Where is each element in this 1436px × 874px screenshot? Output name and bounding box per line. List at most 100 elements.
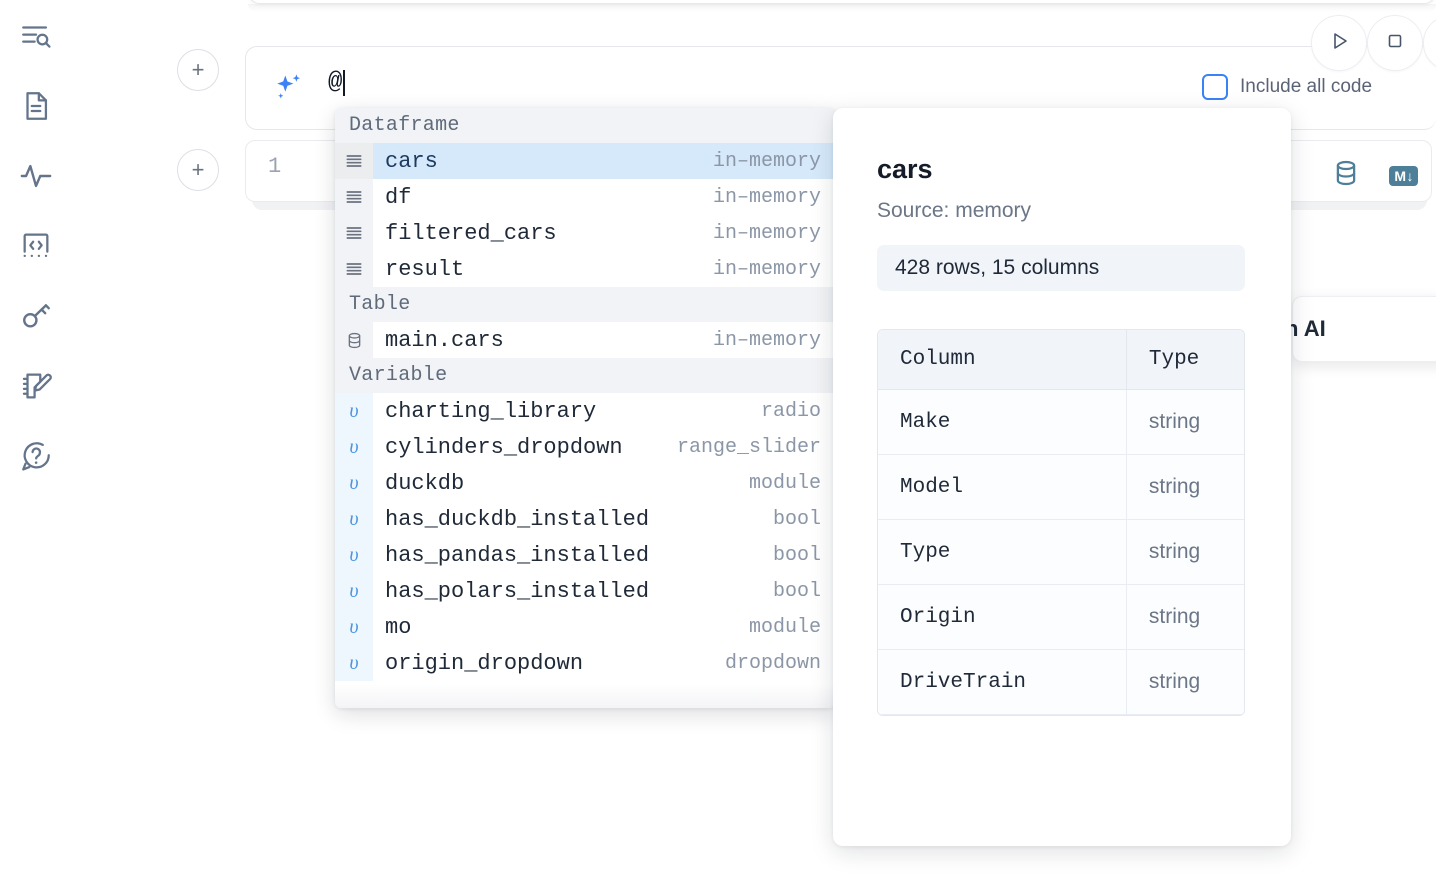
variable-upsilon-icon: υ (335, 501, 373, 537)
variable-upsilon-icon: υ (335, 645, 373, 681)
autocomplete-item-name: has_duckdb_installed (385, 506, 650, 532)
ai-tooltip-text: h AI (1285, 316, 1326, 341)
database-cylinder-icon (335, 322, 373, 358)
autocomplete-item[interactable]: υ has_duckdb_installed bool (335, 501, 835, 537)
sidebar-item-scratchpad[interactable] (14, 364, 58, 408)
autocomplete-item[interactable]: df in–memory (335, 179, 835, 215)
file-document-icon (19, 89, 53, 123)
sparkles-icon (272, 71, 306, 110)
ai-prompt-text: @ (328, 69, 346, 97)
add-cell-button-top[interactable]: + (177, 49, 219, 91)
sidebar-item-files[interactable] (14, 84, 58, 128)
key-icon (19, 299, 53, 333)
autocomplete-item-meta: in–memory (712, 257, 821, 281)
detail-column-type: string (1126, 455, 1244, 520)
variable-upsilon-icon: υ (335, 393, 373, 429)
sidebar-item-help[interactable] (14, 434, 58, 478)
notebook-pencil-icon (19, 369, 53, 403)
detail-column-type: string (1126, 520, 1244, 585)
autocomplete-item-meta: dropdown (724, 651, 821, 675)
variable-upsilon-icon: υ (335, 537, 373, 573)
code-cell-toolbar: M↓ (1331, 158, 1418, 193)
autocomplete-item[interactable]: υ charting_library radio (335, 393, 835, 429)
autocomplete-fade (335, 684, 835, 708)
detail-column-name: Make (878, 390, 1127, 455)
autocomplete-item-name: has_pandas_installed (385, 542, 650, 568)
autocomplete-item[interactable]: cars in–memory (335, 143, 835, 179)
autocomplete-section-header: Table (335, 287, 835, 322)
top-card-shadow (248, 4, 1436, 12)
text-cursor (343, 70, 346, 96)
autocomplete-section-header: Dataframe (335, 108, 835, 143)
include-all-code-checkbox[interactable] (1202, 74, 1228, 100)
sidebar-item-dependencies[interactable] (14, 154, 58, 198)
autocomplete-item-meta: bool (772, 543, 821, 567)
autocomplete-item[interactable]: υ has_pandas_installed bool (335, 537, 835, 573)
dataframe-rows-icon (335, 251, 373, 287)
autocomplete-item-name: filtered_cars (385, 220, 557, 246)
autocomplete-item-name: origin_dropdown (385, 650, 584, 676)
variable-upsilon-icon: υ (335, 609, 373, 645)
code-line-number: 1 (268, 154, 282, 179)
autocomplete-item-meta: bool (772, 579, 821, 603)
autocomplete-item-name: charting_library (385, 398, 597, 424)
autocomplete-dropdown[interactable]: Dataframe cars in–memory df in–memory filtere… (335, 108, 835, 708)
sidebar-item-secrets[interactable] (14, 294, 58, 338)
include-all-code-label: Include all code (1240, 76, 1373, 97)
detail-column-name: Origin (878, 585, 1127, 650)
autocomplete-item[interactable]: υ origin_dropdown dropdown (335, 645, 835, 681)
add-cell-button-bottom[interactable]: + (177, 149, 219, 191)
detail-shape-badge: 428 rows, 15 columns (877, 245, 1245, 291)
stop-square-icon (1383, 29, 1407, 58)
detail-source: Source: memory (877, 199, 1032, 222)
autocomplete-item-name: df (385, 184, 412, 210)
activity-pulse-icon (19, 159, 53, 193)
variable-upsilon-icon: υ (335, 429, 373, 465)
markdown-badge-arrow: ↓ (1406, 167, 1414, 184)
autocomplete-item-name: has_polars_installed (385, 578, 650, 604)
detail-table-header-cell: Type (1126, 330, 1244, 390)
autocomplete-item-meta: bool (772, 507, 821, 531)
detail-column-type: string (1126, 650, 1244, 715)
ai-tooltip: h AI (1285, 296, 1436, 362)
autocomplete-item-meta: in–memory (712, 149, 821, 173)
autocomplete-item-meta: range_slider (676, 435, 821, 459)
variable-upsilon-icon: υ (335, 465, 373, 501)
autocomplete-item-name: cars (385, 148, 438, 174)
sidebar-item-snippets[interactable] (14, 224, 58, 268)
dataframe-rows-icon (335, 179, 373, 215)
include-all-code-toggle[interactable]: Include all code (1202, 74, 1372, 100)
code-snippet-icon (19, 229, 53, 263)
stop-button[interactable] (1367, 15, 1423, 71)
dataframe-rows-icon (335, 143, 373, 179)
run-button[interactable] (1311, 15, 1367, 71)
autocomplete-item-meta: in–memory (712, 185, 821, 209)
ai-prompt-value: @ (328, 69, 343, 96)
database-cylinder-icon[interactable] (1331, 158, 1361, 193)
detail-column-name: DriveTrain (878, 650, 1127, 715)
markdown-badge-letter: M (1394, 167, 1406, 184)
sidebar-item-outline[interactable] (14, 14, 58, 58)
play-triangle-icon (1327, 29, 1351, 58)
detail-column-name: Model (878, 455, 1127, 520)
autocomplete-item-name: mo (385, 614, 412, 640)
outline-search-icon (19, 19, 53, 53)
detail-title: cars (877, 154, 933, 184)
markdown-icon[interactable]: M↓ (1389, 165, 1418, 186)
autocomplete-item-meta: radio (760, 399, 821, 423)
autocomplete-section-header: Variable (335, 358, 835, 393)
